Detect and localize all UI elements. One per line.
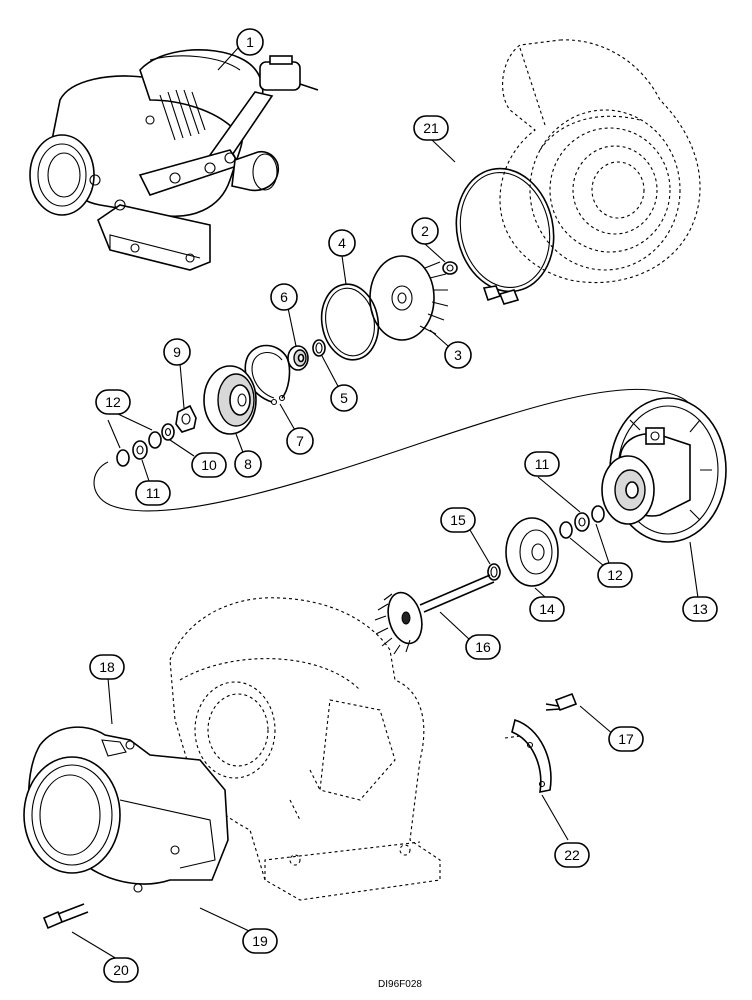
callout-21: 21 (413, 115, 449, 141)
callout-10: 10 (191, 452, 227, 478)
callout-19: 19 (242, 928, 278, 954)
turbine-housing-outline (169, 597, 441, 901)
leader-lines (71, 47, 699, 963)
svg-text:17: 17 (618, 731, 634, 747)
turbocharger-assembly (29, 49, 319, 271)
callout-8: 8 (234, 450, 262, 478)
callout-2: 2 (411, 217, 439, 245)
svg-text:5: 5 (340, 390, 348, 406)
svg-text:13: 13 (692, 601, 708, 617)
svg-text:10: 10 (201, 457, 217, 473)
svg-text:2: 2 (421, 223, 429, 239)
figure-code: DI96F028 (378, 979, 422, 990)
svg-text:11: 11 (146, 485, 161, 501)
callout-13: 13 (682, 596, 718, 622)
svg-text:12: 12 (607, 567, 623, 583)
callout-3: 3 (444, 341, 472, 369)
part-bearing-set-left (116, 431, 162, 467)
svg-text:21: 21 (423, 120, 439, 136)
part-heat-shield-14 (505, 517, 559, 587)
callout-4: 4 (328, 229, 356, 257)
part-bolt-17 (545, 692, 578, 712)
callout-17: 17 (608, 726, 644, 752)
svg-text:20: 20 (113, 962, 129, 978)
callout-16: 16 (465, 634, 501, 660)
part-seal-ring-5 (312, 339, 326, 357)
callout-18: 18 (89, 654, 125, 680)
callout-1: 1 (236, 28, 264, 56)
svg-text:3: 3 (454, 347, 462, 363)
callout-12-left: 12 (95, 389, 131, 415)
svg-text:8: 8 (244, 456, 252, 472)
svg-text:6: 6 (280, 289, 288, 305)
svg-text:11: 11 (535, 456, 550, 472)
callout-14: 14 (529, 596, 565, 622)
part-thrust-collar-8 (203, 365, 257, 435)
part-outlet-adapter-18-19 (23, 726, 229, 893)
svg-text:18: 18 (99, 659, 115, 675)
callout-6: 6 (270, 283, 298, 311)
part-washer-10 (161, 423, 175, 441)
part-compressor-wheel-3 (369, 255, 449, 341)
callout-12-right: 12 (597, 562, 633, 588)
part-turbine-wheel-shaft-16 (374, 574, 495, 655)
svg-text:9: 9 (173, 344, 181, 360)
callout-5: 5 (330, 384, 358, 412)
callout-11-left: 11 (135, 480, 171, 506)
part-spacer-6 (287, 345, 309, 371)
part-bolt-20 (42, 903, 89, 930)
callout-20: 20 (103, 957, 139, 983)
svg-text:7: 7 (296, 433, 304, 449)
svg-text:4: 4 (338, 235, 346, 251)
part-center-housing-13 (601, 397, 727, 543)
svg-text:22: 22 (564, 847, 580, 863)
svg-text:15: 15 (450, 512, 466, 528)
callout-15: 15 (440, 507, 476, 533)
svg-text:14: 14 (539, 601, 555, 617)
assembly-connector-line (93, 388, 695, 512)
svg-text:12: 12 (105, 394, 121, 410)
callout-22: 22 (554, 842, 590, 868)
part-thrust-plate-9 (175, 404, 197, 433)
part-o-ring-4 (320, 283, 380, 361)
callout-9: 9 (163, 338, 191, 366)
svg-text:1: 1 (246, 34, 254, 50)
callout-11-right: 11 (524, 451, 560, 477)
callouts: 1 2 3 4 5 6 7 8 9 10 11 11 12 12 13 14 1… (89, 28, 718, 983)
svg-text:16: 16 (475, 639, 491, 655)
part-bearing-set-right (559, 505, 605, 539)
part-nut-2 (442, 261, 458, 275)
part-piston-ring-15 (487, 563, 501, 581)
part-clamp-22 (504, 718, 552, 794)
svg-text:19: 19 (252, 933, 268, 949)
callout-7: 7 (286, 427, 314, 455)
compressor-housing-outline (499, 39, 701, 284)
part-snap-ring-21 (455, 167, 555, 305)
